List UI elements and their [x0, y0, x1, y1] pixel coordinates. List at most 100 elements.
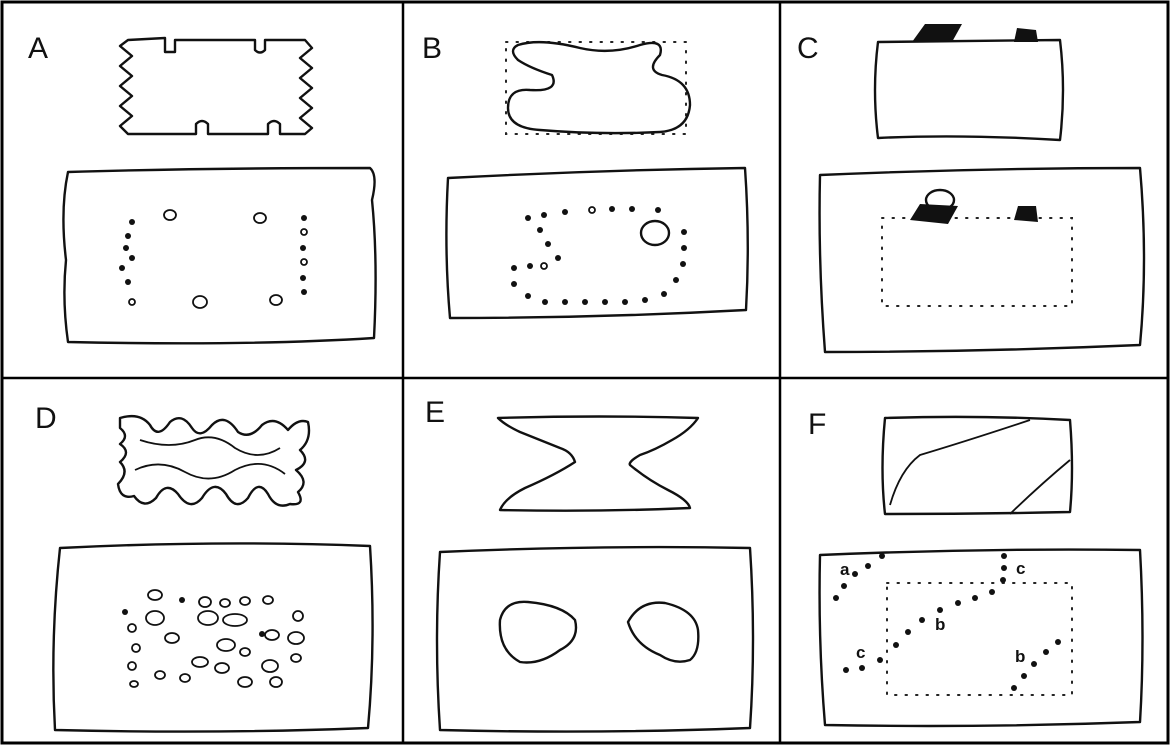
posthole [841, 583, 847, 589]
posthole [609, 206, 615, 212]
posthole [537, 227, 543, 233]
posthole [541, 212, 547, 218]
panel-f-annotation-b-middle: b [935, 615, 945, 634]
panel-b-object [508, 42, 690, 133]
posthole [511, 265, 517, 271]
posthole [525, 215, 531, 221]
panel-d-excavation [53, 543, 372, 731]
panel-f-postholes [833, 553, 1061, 691]
panel-e-pit-right [628, 603, 698, 662]
panel-label-c: C [797, 32, 819, 65]
panel-a-postholes [119, 210, 307, 308]
posthole [301, 229, 307, 235]
panel-label-a: A [28, 32, 48, 65]
posthole [164, 210, 176, 220]
posthole [865, 563, 871, 569]
panel-c-fragment [1014, 206, 1038, 222]
panel-label-f: F [808, 408, 826, 441]
panel-f-outline [887, 583, 1072, 695]
feature [165, 633, 179, 643]
panel-c: C [797, 24, 1144, 352]
posthole [582, 299, 588, 305]
panel-f-annotation-c-upper: c [1016, 559, 1025, 578]
posthole [681, 229, 687, 235]
panel-a: A [28, 32, 376, 343]
posthole [852, 571, 858, 577]
feature [179, 597, 185, 603]
posthole [123, 245, 129, 251]
feature [192, 657, 208, 667]
posthole [542, 299, 548, 305]
posthole [129, 299, 135, 305]
feature [128, 662, 136, 670]
feature [240, 597, 250, 605]
panel-e-pit-left [500, 602, 576, 663]
panel-f-annotation-b-right: b [1015, 647, 1025, 666]
feature [259, 631, 265, 637]
posthole [681, 245, 687, 251]
posthole [955, 600, 961, 606]
posthole [905, 629, 911, 635]
posthole [254, 213, 266, 223]
posthole [877, 657, 883, 663]
panel-d: D [35, 402, 373, 732]
panel-f-object [883, 417, 1073, 514]
panel-b-excavation [446, 168, 747, 318]
feature [130, 681, 138, 687]
panel-d-features [122, 590, 304, 687]
feature [146, 611, 164, 625]
posthole [859, 665, 865, 671]
feature [262, 660, 278, 672]
panel-label-b: B [422, 32, 442, 65]
posthole [1001, 565, 1007, 571]
posthole [1011, 685, 1017, 691]
panel-b: B [422, 32, 748, 318]
posthole [527, 263, 533, 269]
panel-e: E [425, 396, 753, 732]
panel-a-excavation [63, 168, 375, 343]
posthole [541, 263, 547, 269]
panel-c-fragment [910, 204, 958, 224]
posthole [673, 277, 679, 283]
posthole [525, 293, 531, 299]
posthole [129, 255, 135, 261]
posthole [562, 209, 568, 215]
panel-f: F [808, 408, 1143, 726]
panel-f-object-crack [1010, 460, 1070, 514]
panel-f-object-crack [890, 420, 1030, 505]
panel-a-object [120, 38, 312, 134]
panel-c-object-fragment [912, 24, 962, 42]
posthole [1031, 661, 1037, 667]
posthole [555, 255, 561, 261]
feature [223, 614, 247, 626]
posthole [125, 233, 131, 239]
panel-f-annotation-a: a [840, 560, 850, 579]
panel-c-object [875, 40, 1063, 140]
posthole [1043, 649, 1049, 655]
feature [288, 632, 304, 644]
panel-b-pit [641, 221, 669, 245]
panel-c-excavation [820, 168, 1144, 352]
posthole [843, 667, 849, 673]
posthole [301, 215, 307, 221]
panel-c-outline [882, 218, 1072, 306]
posthole [642, 297, 648, 303]
posthole [545, 241, 551, 247]
feature [220, 599, 230, 607]
panel-d-object [118, 416, 309, 506]
panel-d-object-detail [140, 437, 280, 455]
posthole [661, 291, 667, 297]
posthole [119, 265, 125, 271]
posthole [125, 279, 131, 285]
feature [291, 654, 301, 662]
posthole [919, 617, 925, 623]
feature [132, 644, 140, 652]
feature [122, 609, 128, 615]
panel-label-d: D [35, 402, 57, 435]
posthole [270, 295, 282, 305]
posthole [511, 281, 517, 287]
panel-f-annotation-c-lower: c [856, 643, 865, 662]
posthole [1021, 673, 1027, 679]
posthole [1000, 577, 1006, 583]
